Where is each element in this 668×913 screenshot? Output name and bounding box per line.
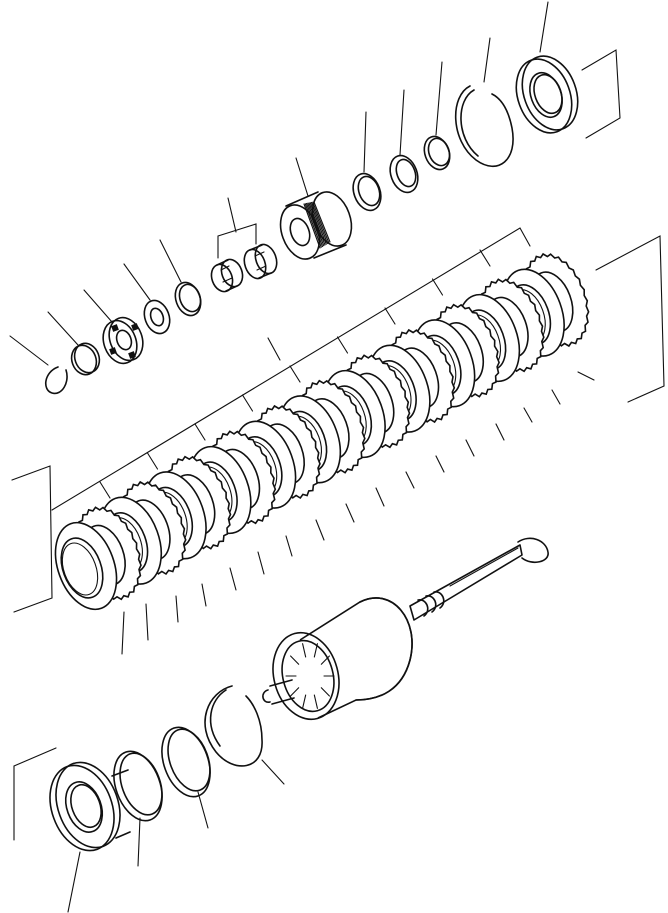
hub-tooth bbox=[309, 202, 327, 245]
gear-hub bbox=[279, 157, 353, 260]
drum-spline bbox=[320, 655, 330, 665]
drum-spline bbox=[320, 687, 330, 697]
leader-line bbox=[285, 535, 293, 557]
seal-ring-d bbox=[161, 726, 211, 829]
leader-line bbox=[146, 452, 159, 470]
leader-line bbox=[435, 455, 445, 473]
leader-line bbox=[267, 337, 281, 361]
thrust-washer-c bbox=[159, 239, 202, 317]
hub-tooth bbox=[304, 203, 322, 248]
leader-line bbox=[479, 249, 491, 267]
leader-line bbox=[551, 389, 561, 405]
leader-line bbox=[229, 567, 237, 591]
leader-line bbox=[201, 583, 207, 607]
seal-ring-a bbox=[389, 89, 419, 194]
leader-line bbox=[194, 423, 206, 441]
leader-line bbox=[405, 471, 415, 489]
hub-tooth bbox=[307, 202, 325, 247]
hub-tooth bbox=[310, 201, 329, 245]
leader-line bbox=[145, 603, 149, 641]
piston-bottom bbox=[13, 747, 131, 913]
needle-bearing-leader bbox=[217, 197, 257, 259]
thrust-bearing bbox=[83, 289, 144, 365]
leader-line bbox=[315, 519, 325, 541]
seal-ring-c bbox=[113, 750, 163, 867]
thrust-washer-a bbox=[47, 311, 101, 376]
shaft bbox=[409, 537, 549, 621]
leader-line bbox=[431, 278, 444, 296]
leader-line bbox=[384, 307, 396, 325]
drum-spline bbox=[290, 687, 300, 697]
snap-ring-large bbox=[454, 37, 514, 167]
leader-line bbox=[99, 481, 111, 499]
bracket-line-upper bbox=[51, 227, 531, 511]
snap-ring-open bbox=[204, 685, 285, 785]
seal-ring-b bbox=[423, 61, 451, 171]
drum-spline bbox=[290, 655, 300, 665]
drum-spline bbox=[302, 694, 307, 709]
clutch-drum bbox=[262, 597, 413, 721]
needle-bearing-b bbox=[243, 243, 278, 280]
leader-line bbox=[523, 407, 533, 423]
hub-tooth bbox=[312, 201, 330, 244]
leader-line bbox=[241, 394, 254, 412]
spacer-ring bbox=[352, 111, 382, 212]
leader-line bbox=[345, 503, 355, 523]
snap-ring-small bbox=[9, 335, 68, 395]
clutch-pack bbox=[11, 227, 665, 655]
leader-line bbox=[121, 611, 125, 655]
thrust-washer-b bbox=[123, 263, 171, 335]
leader-line bbox=[289, 365, 301, 383]
leader-line bbox=[577, 371, 595, 381]
leader-line bbox=[336, 336, 349, 354]
leader-line bbox=[495, 423, 505, 441]
leader-line bbox=[175, 595, 179, 623]
needle-bearing-a bbox=[210, 258, 244, 293]
drum-spline bbox=[313, 643, 318, 658]
hub-tooth bbox=[305, 202, 324, 248]
leader-line bbox=[375, 487, 385, 507]
hub-tooth bbox=[303, 203, 321, 249]
clutch-plate bbox=[54, 521, 118, 611]
drum-spline bbox=[302, 643, 307, 658]
piston-top bbox=[515, 1, 621, 139]
leader-line bbox=[257, 551, 265, 575]
hub-tooth bbox=[308, 202, 326, 246]
drum-spline bbox=[313, 694, 318, 709]
leader-line bbox=[465, 439, 475, 457]
hub-tooth bbox=[313, 201, 331, 243]
